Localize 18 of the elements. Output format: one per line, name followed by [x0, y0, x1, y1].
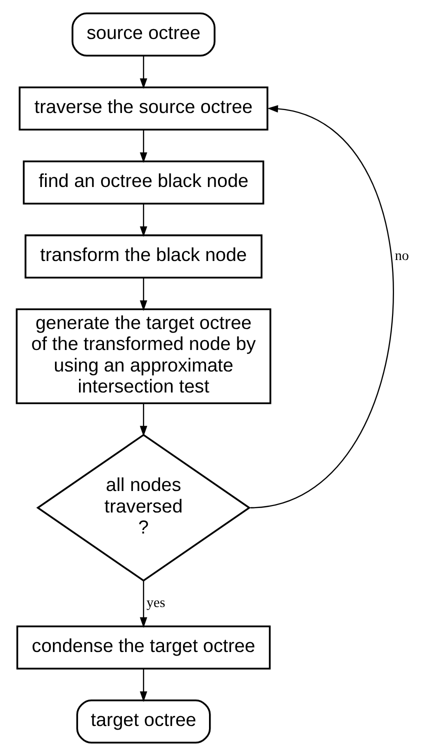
- arrow: [250, 105, 393, 508]
- arrow: [139, 580, 147, 628]
- node-box: generate the target octree of the transformed node by using an approximate intersection test: [15, 308, 271, 404]
- node-box: condense the target octree: [16, 626, 270, 670]
- arrow: [139, 130, 147, 163]
- arrow: [139, 56, 147, 89]
- node-box: find an octree black node: [22, 160, 264, 204]
- arrow: [139, 204, 147, 237]
- edge-label: yes: [146, 595, 165, 612]
- node-diamond: all nodes traversed ?: [36, 434, 250, 582]
- arrow: [139, 278, 147, 311]
- node-box: traverse the source octree: [18, 86, 268, 130]
- node-box: transform the black node: [24, 234, 262, 278]
- node-box: source octree: [71, 12, 215, 56]
- arrow: [139, 403, 147, 436]
- edge-label: no: [394, 248, 408, 264]
- arrow: [139, 669, 147, 702]
- node-box: target octree: [76, 700, 210, 744]
